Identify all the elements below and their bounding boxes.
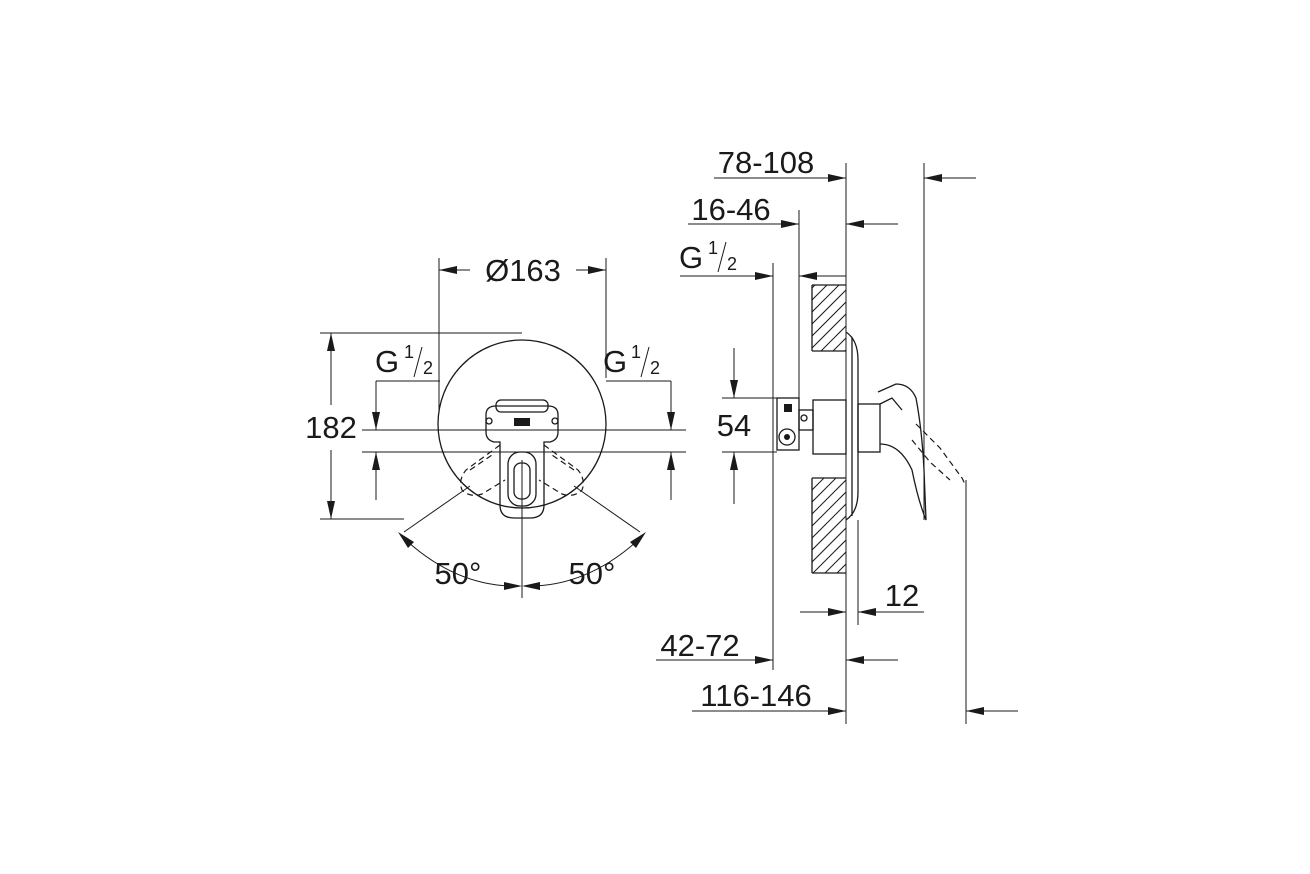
right-thread-callout: G 1 2	[603, 342, 675, 500]
left-thread-main: G	[375, 344, 399, 379]
dim-42-72: 42-72	[656, 628, 898, 664]
handle-rotation-ghost	[460, 444, 584, 496]
dim-116-146: 116-146	[692, 678, 1018, 715]
dim-116-146-label: 116-146	[700, 678, 811, 713]
height-label: 182	[305, 410, 357, 445]
front-handle	[485, 399, 559, 519]
dim-12-label: 12	[885, 578, 919, 613]
height-dimension: 182	[305, 332, 522, 520]
left-thread-callout: G 1 2	[372, 342, 440, 500]
diameter-dimension: Ø163	[438, 253, 607, 410]
angle-left-label: 50°	[435, 556, 482, 591]
dim-12: 12	[800, 520, 924, 625]
side-thread-callout: G 1 2	[679, 238, 846, 280]
dim-54-label: 54	[717, 408, 751, 443]
wall-hatching	[811, 284, 846, 574]
right-thread-den: 2	[650, 358, 660, 378]
diameter-label: Ø163	[485, 253, 561, 288]
side-view: 78-108 16-46 G 1 2	[656, 145, 1018, 724]
angle-dimension: 50° 50°	[398, 460, 646, 598]
left-thread-den: 2	[423, 358, 433, 378]
side-thread-num: 1	[708, 238, 718, 258]
valve-body-side	[776, 331, 881, 521]
side-thread-den: 2	[727, 254, 737, 274]
left-thread-num: 1	[404, 342, 414, 362]
side-thread-main: G	[679, 240, 703, 275]
dim-78-108: 78-108	[714, 145, 976, 182]
right-thread-main: G	[603, 344, 627, 379]
dim-42-72-label: 42-72	[660, 628, 739, 663]
front-view: Ø163 182 G 1 2	[305, 253, 686, 598]
angle-right-label: 50°	[569, 556, 616, 591]
dim-54: 54	[717, 348, 777, 504]
dim-78-108-label: 78-108	[718, 145, 815, 180]
right-thread-num: 1	[631, 342, 641, 362]
dim-16-46: 16-46	[688, 192, 898, 228]
lever-handle-side	[877, 383, 967, 521]
dim-16-46-label: 16-46	[691, 192, 770, 227]
